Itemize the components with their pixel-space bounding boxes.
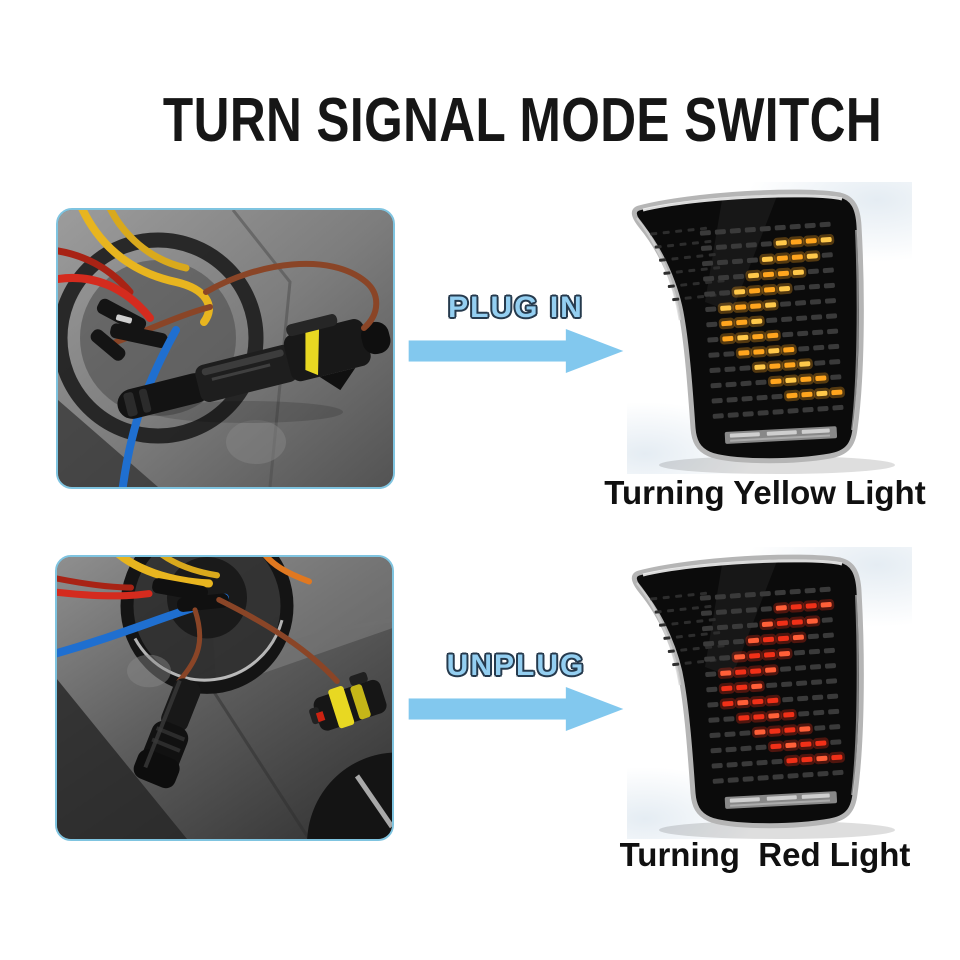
wire-terminals (152, 578, 229, 612)
caption-red-light: Turning Red Light (619, 836, 911, 873)
arrow-right-icon (408, 328, 624, 374)
unlit-led-dots (650, 226, 729, 302)
reflector-strip (724, 426, 838, 444)
plug-in-label: PLUG IN (448, 291, 584, 324)
caption-yellow-light: Turning Yellow Light (604, 474, 926, 511)
wiring-photo-unplugged (55, 555, 394, 841)
tail-light-photo-yellow (627, 182, 912, 474)
tail-light-yellow-illustration (627, 182, 912, 474)
led-grid-red (699, 586, 845, 784)
page-title: TURN SIGNAL MODE SWITCH (162, 86, 882, 155)
plugged-connector (117, 314, 391, 419)
unplugged-socket (309, 672, 387, 731)
unplugged-connector-illustration (57, 557, 392, 839)
arrow-right-icon (408, 686, 624, 732)
tail-light-red-illustration (627, 547, 912, 839)
tail-light-photo-red (627, 547, 912, 839)
wiring-photo-plugged (56, 208, 395, 489)
led-grid-yellow (699, 221, 845, 419)
plug-in-action: PLUG IN (404, 291, 628, 374)
unplug-action: UNPLUG (404, 649, 628, 732)
hanging-connector (133, 678, 201, 789)
reflector-strip (724, 791, 838, 809)
unplug-label: UNPLUG (446, 649, 586, 682)
plugged-connector-illustration (58, 210, 393, 487)
